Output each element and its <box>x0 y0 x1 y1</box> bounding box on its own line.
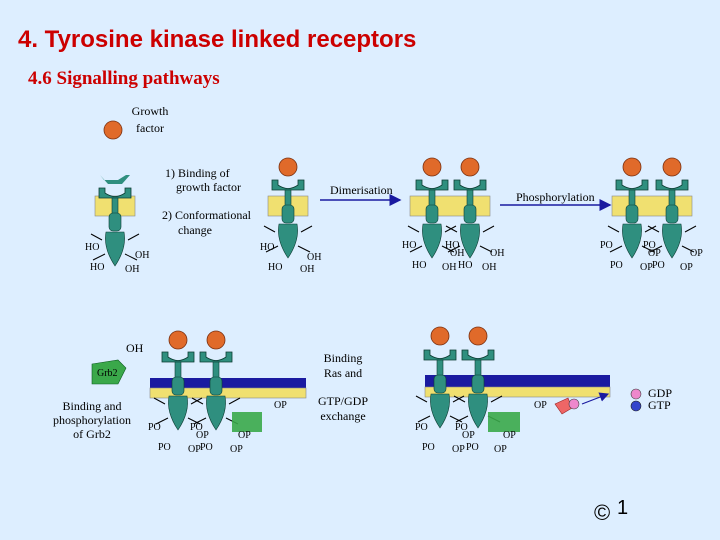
po-group: PO <box>652 260 665 271</box>
oh-group: OH <box>126 341 144 355</box>
po-group: PO <box>148 422 161 433</box>
op-group: OP <box>494 444 507 455</box>
slide-subtitle: 4.6 Signalling pathways <box>28 68 220 89</box>
receptor-dimer-grb2 <box>149 330 307 432</box>
op-group: OP <box>534 400 547 411</box>
grb2-protein <box>91 359 127 385</box>
op-group: OP <box>462 430 475 441</box>
op-group: OP <box>452 444 465 455</box>
slide-title: 4. Tyrosine kinase linked receptors <box>18 26 417 53</box>
grb2-caption-line3: of Grb2 <box>73 427 111 441</box>
po-group: PO <box>455 422 468 433</box>
receptor-stage-2 <box>263 157 313 259</box>
growth-factor-label-line2: factor <box>136 121 164 135</box>
gdp-dot <box>630 388 642 400</box>
po-group: PO <box>200 442 213 453</box>
po-group: PO <box>466 442 479 453</box>
ho-group: HO <box>445 240 459 251</box>
grb2-label: Grb2 <box>97 368 118 379</box>
oh-group: OH <box>135 250 149 261</box>
growth-factor-ball <box>103 120 123 140</box>
oh-group: OH <box>482 262 496 273</box>
op-group: OP <box>648 248 661 259</box>
ho-group: HO <box>412 260 426 271</box>
oh-group: OH <box>450 248 464 259</box>
oh-group: OH <box>125 264 139 275</box>
op-group: OP <box>196 430 209 441</box>
step2-label-line1: 2) Conformational <box>162 208 252 222</box>
po-group: PO <box>415 422 428 433</box>
receptor-stage-1 <box>90 175 140 267</box>
op-group: OP <box>503 430 516 441</box>
op-group: OP <box>230 444 243 455</box>
slide-number: 1 <box>617 497 629 519</box>
oh-group: OH <box>442 262 456 273</box>
oh-group: OH <box>300 264 314 275</box>
oh-group: OH <box>307 252 321 263</box>
copyright-symbol: © <box>594 500 611 525</box>
ras-label-line1: Binding <box>324 351 363 365</box>
gtp-dot <box>630 400 642 412</box>
growth-factor-label-line1: Growth <box>132 104 169 118</box>
op-group: OP <box>274 400 287 411</box>
ho-group: HO <box>402 240 416 251</box>
po-group: PO <box>643 240 656 251</box>
po-group: PO <box>190 422 203 433</box>
ho-group: HO <box>458 260 472 271</box>
gtp-exchange-label-line1: GTP/GDP <box>318 394 368 408</box>
step1-label-line2: growth factor <box>176 180 241 194</box>
phosphorylation-label: Phosphorylation <box>516 190 595 204</box>
po-group: PO <box>158 442 171 453</box>
po-group: PO <box>422 442 435 453</box>
oh-group: OH <box>490 248 504 259</box>
gdp-label: GDP <box>648 386 672 400</box>
gtp-label: GTP <box>648 398 671 412</box>
gdp-bound-dot <box>568 398 580 410</box>
step2-label-line2: change <box>178 223 212 237</box>
ho-group: HO <box>85 242 99 253</box>
exchange-arrow <box>581 392 610 405</box>
po-group: PO <box>600 240 613 251</box>
op-group: OP <box>680 262 693 273</box>
op-group: OP <box>238 430 251 441</box>
op-group: OP <box>188 444 201 455</box>
grb2-caption-line2: phosphorylation <box>53 413 131 427</box>
receptor-dimer-stage-3 <box>407 157 495 259</box>
op-group: OP <box>690 248 703 259</box>
ho-group: HO <box>90 262 104 273</box>
ho-group: HO <box>260 242 274 253</box>
receptor-dimer-stage-4 <box>607 157 697 259</box>
grb2-caption-line1: Binding and <box>63 399 122 413</box>
receptor-dimer-ras <box>415 326 611 432</box>
gtp-exchange-label-line2: exchange <box>320 409 365 423</box>
op-group: OP <box>640 262 653 273</box>
ras-label-line2: Ras and <box>324 366 362 380</box>
ho-group: HO <box>268 262 282 273</box>
dimerisation-label: Dimerisation <box>330 183 393 197</box>
po-group: PO <box>610 260 623 271</box>
step1-label-line1: 1) Binding of <box>165 166 230 180</box>
